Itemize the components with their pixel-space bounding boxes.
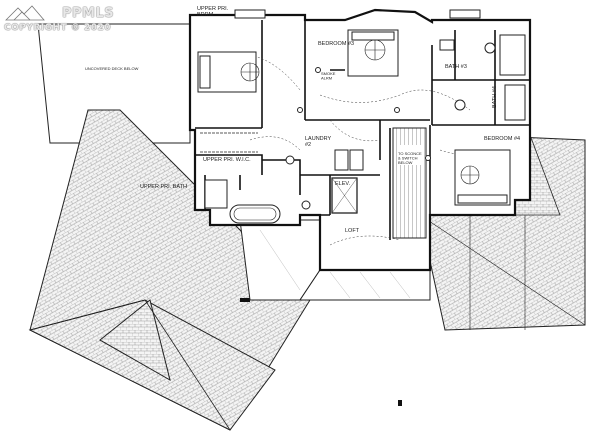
bed-3 — [347, 29, 399, 77]
label-bath-4: BATH #4 — [492, 86, 498, 108]
label-bedroom-3: BEDROOM #3 — [318, 41, 354, 47]
label-upper-pri-bdrm: UPPER PRI.BDRM — [197, 6, 229, 18]
label-loft: LOFT — [345, 228, 360, 234]
label-upper-pri-bath: UPPER PRI. BATH — [140, 184, 187, 190]
label-elev: ELEV. — [335, 181, 351, 187]
roof-left — [28, 109, 311, 431]
roof-lower-center — [239, 219, 431, 301]
bottom-marker — [398, 400, 402, 406]
uncovered-deck: UNCOVERED DECK BELOW — [37, 23, 191, 144]
washer-dryer — [334, 149, 364, 171]
stairs — [392, 127, 427, 239]
label-upper-pri-wic: UPPER PRI. W.I.C. — [203, 157, 251, 163]
label-bedroom-4: BEDROOM #4 — [484, 136, 520, 142]
label-laundry-2: LAUNDRY#2 — [305, 136, 332, 148]
bed-4 — [454, 149, 511, 206]
mountain-logo-icon — [5, 5, 45, 21]
top-vent-right — [449, 9, 481, 19]
elevator — [331, 177, 358, 214]
label-bath-3: BATH #3 — [445, 64, 467, 70]
watermark-brand: PPMLS — [62, 6, 115, 21]
bathtub — [229, 204, 281, 224]
watermark-copyright: COPYRIGHT © 2020 — [4, 23, 112, 33]
top-vent-left — [234, 9, 266, 19]
bed-primary — [197, 51, 260, 93]
house-walls — [188, 8, 532, 272]
wic-shelving — [200, 132, 258, 153]
bath-fixtures — [204, 34, 526, 210]
uncovered-deck-label: UNCOVERED DECK BELOW — [85, 66, 139, 71]
